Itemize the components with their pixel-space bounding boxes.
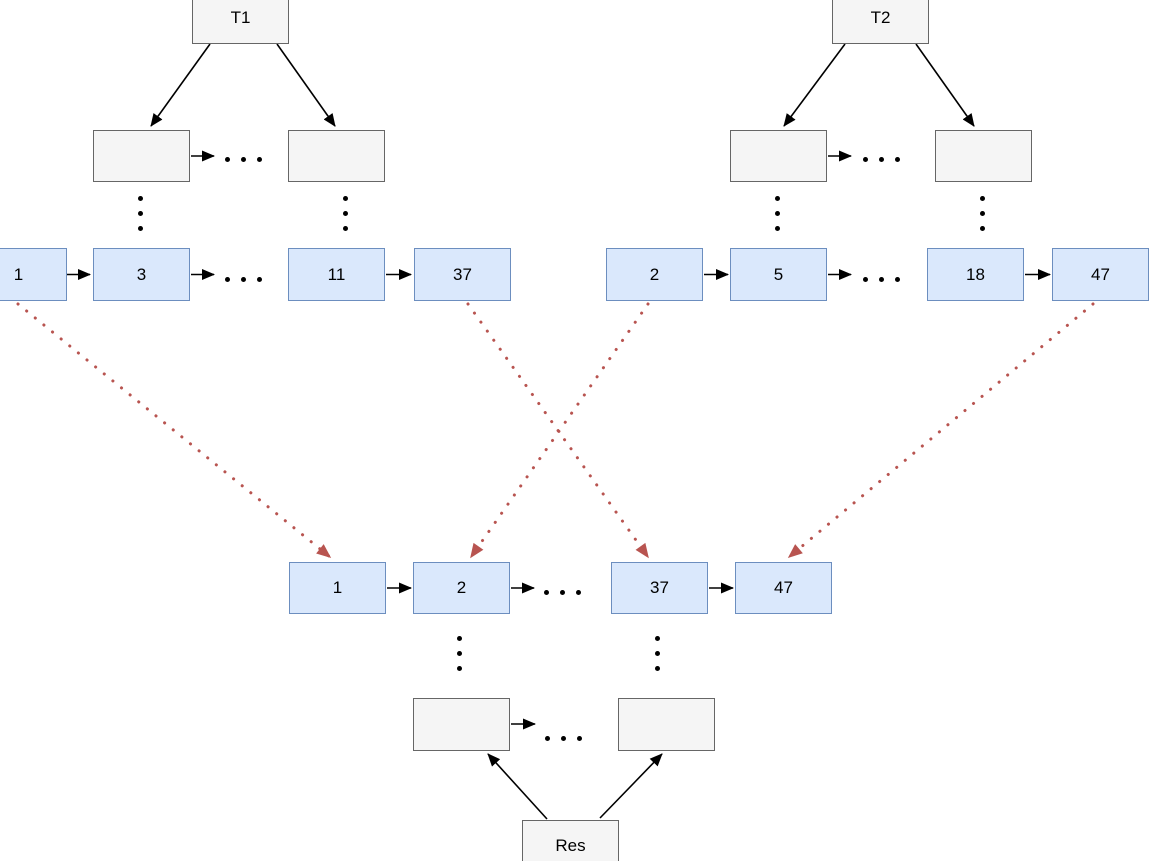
t2-left-edge [783, 43, 846, 127]
merged-label-1: 1 [332, 578, 343, 597]
t2-leaf-node-5: 5 [730, 248, 827, 301]
t1-leaf-label-1: 1 [13, 264, 24, 284]
t2-internal-node-right [935, 130, 1032, 182]
t2-leaf-label-5: 5 [773, 264, 784, 284]
vertical-ellipsis [457, 636, 462, 671]
vertical-ellipsis [980, 196, 985, 231]
t1-leaf-node-11: 11 [288, 248, 385, 301]
res-root-node: Res [522, 820, 619, 861]
t2-leaf-label-47: 47 [1091, 264, 1110, 284]
merged-node-47: 47 [735, 562, 832, 614]
t2-leaf-label-2: 2 [649, 264, 660, 284]
res-root-label: Res [555, 836, 586, 855]
t1-leaf-label-11: 11 [327, 264, 346, 284]
vertical-ellipsis [775, 196, 780, 231]
t1-internal-node-left [93, 130, 190, 182]
merged-node-37: 37 [611, 562, 708, 614]
t1-internal-node-right [288, 130, 385, 182]
t1-left-edge [150, 43, 211, 127]
horizontal-ellipsis [545, 736, 582, 741]
vertical-ellipsis [343, 196, 348, 231]
t2-right-edge [915, 43, 975, 127]
t1-leaf-label-3: 3 [136, 264, 147, 284]
res-left-edge [487, 753, 548, 820]
merge-arrows [16, 302, 1095, 559]
tree-edges [150, 43, 975, 820]
merge-arrow-t2-47-to-merged-47 [787, 302, 1095, 559]
t1-leaf-node-3: 3 [93, 248, 190, 301]
res-page-node-right [618, 698, 715, 751]
list-arrows [67, 150, 1051, 730]
t1-root-node: T1 [192, 0, 289, 44]
t2-root-label: T2 [870, 8, 891, 27]
merged-node-1: 1 [289, 562, 386, 614]
t2-leaf-label-18: 18 [966, 264, 985, 284]
merged-node-2: 2 [413, 562, 510, 614]
t2-leaf-node-47: 47 [1052, 248, 1149, 301]
merge-arrow-t2-2-to-merged-2 [469, 302, 650, 559]
horizontal-ellipsis [225, 277, 262, 282]
res-page-node-left [413, 698, 510, 751]
res-right-edge [599, 753, 663, 819]
t1-leaf-label-37: 37 [453, 264, 472, 284]
merged-label-37: 37 [650, 578, 669, 597]
t2-leaf-node-18: 18 [927, 248, 1024, 301]
merge-arrow-t1-37-to-merged-37 [466, 302, 650, 559]
t1-root-label: T1 [230, 8, 251, 27]
t2-leaf-node-2: 2 [606, 248, 703, 301]
horizontal-ellipsis [544, 590, 581, 595]
merged-label-47: 47 [774, 578, 793, 597]
merge-arrow-t1-1-to-merged-1 [16, 302, 332, 559]
horizontal-ellipsis [863, 157, 900, 162]
t2-internal-node-left [730, 130, 827, 182]
t1-leaf-node-1: 1 [0, 248, 67, 301]
t1-leaf-node-37: 37 [414, 248, 511, 301]
vertical-ellipsis [138, 196, 143, 231]
horizontal-ellipsis [225, 157, 262, 162]
t2-root-node: T2 [832, 0, 929, 44]
horizontal-ellipsis [863, 277, 900, 282]
merged-label-2: 2 [456, 578, 467, 597]
vertical-ellipsis [655, 636, 660, 671]
t1-right-edge [276, 43, 336, 127]
